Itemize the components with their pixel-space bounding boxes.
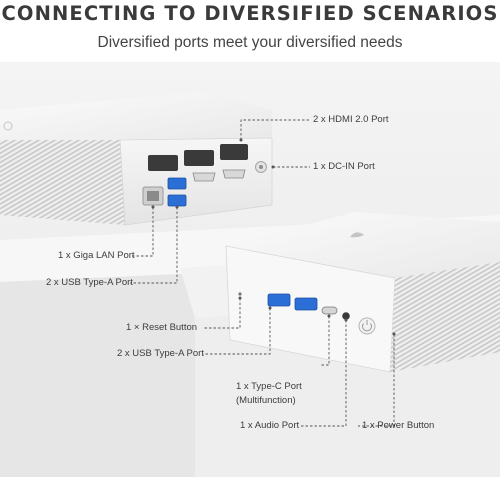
rear-mini-pc: [0, 92, 273, 226]
callout-audio: 1 x Audio Port: [240, 420, 300, 431]
hdmi-port-2: [222, 169, 246, 179]
leader-lines: [130, 119, 395, 427]
callout-type-c: 1 x Type-C Port: [236, 381, 302, 392]
reset-button: [238, 292, 242, 296]
power-button-icon: [358, 317, 376, 335]
page-subtitle: Diversified ports meet your diversified …: [97, 34, 403, 51]
rear-usb-a-port-1: [167, 177, 187, 190]
callout-power: 1 x Power Button: [362, 420, 435, 431]
front-mini-pc: [225, 212, 500, 373]
callout-type-c-note: (Multifunction): [236, 395, 296, 406]
callout-hdmi: 2 x HDMI 2.0 Port: [313, 114, 389, 125]
callout-dc-in: 1 x DC-IN Port: [313, 161, 375, 172]
callout-reset: 1 × Reset Button: [126, 322, 198, 333]
page-title: CONNECTING TO DIVERSIFIED SCENARIOS: [1, 2, 499, 25]
rear-usb-a-port-2: [167, 194, 187, 207]
brand-logo-icon: [350, 232, 364, 238]
callout-usb-a-rear: 2 x USB Type-A Port: [46, 277, 133, 288]
type-c-port: [321, 306, 338, 315]
front-usb-a-port-1: [267, 293, 291, 307]
front-usb-a-port-2: [294, 297, 318, 311]
audio-port: [342, 312, 350, 320]
callout-usb-a-front: 2 x USB Type-A Port: [117, 348, 204, 359]
leader-dots: [151, 138, 396, 336]
hdmi-port-1: [192, 172, 216, 182]
callout-lan: 1 x Giga LAN Port: [58, 250, 135, 261]
